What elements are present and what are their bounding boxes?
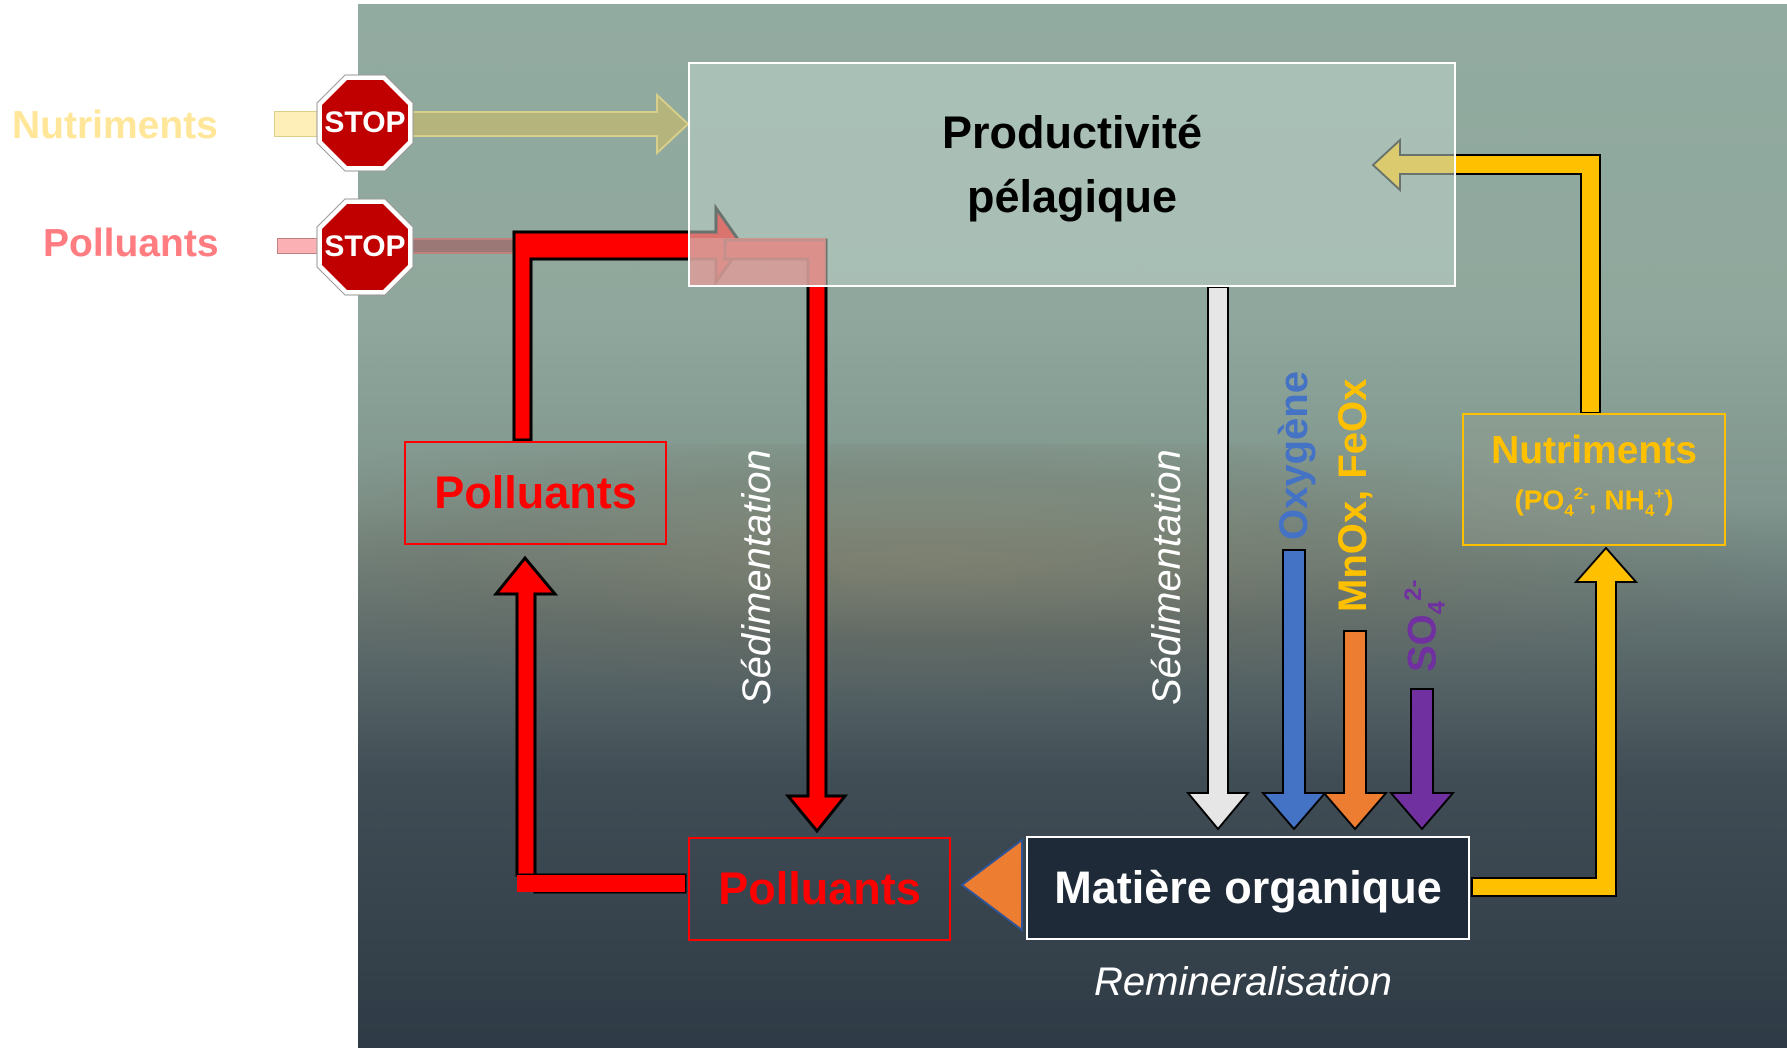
- pelagic-productivity-box: Productivité pélagique: [688, 62, 1456, 287]
- nutrients-box-formula: (PO42-, NH4+): [1514, 484, 1674, 520]
- productivity-title-line1: Productivité: [941, 106, 1203, 158]
- organic-to-nutrient-box-arrow: [1471, 546, 1639, 897]
- sedimentation-right-label: Sédimentation: [1145, 449, 1189, 705]
- sedimentation-left-label: Sédimentation: [735, 449, 779, 705]
- remineralisation-label: Remineralisation: [1094, 960, 1392, 1004]
- nutrients-box-title: Nutriments: [1491, 429, 1697, 473]
- pollutants-upper-box: Polluants: [404, 441, 667, 545]
- oxygen-arrow: [1260, 549, 1328, 831]
- nutrients-box: Nutriments (PO42-, NH4+): [1462, 413, 1726, 546]
- sulfate-label: SO42-: [1400, 579, 1451, 673]
- organic-matter-label: Matière organique: [1054, 862, 1442, 913]
- sulfate-arrow: [1388, 688, 1456, 831]
- pollutants-upper-label: Polluants: [434, 467, 637, 518]
- nutrients-input-label: Nutriments: [12, 104, 218, 147]
- organic-matter-box: Matière organique: [1026, 836, 1470, 940]
- stop-sign-icon: STOP: [315, 197, 415, 297]
- mnox-feox-arrow: [1321, 630, 1389, 831]
- organic-sedimentation-arrow: [1185, 286, 1251, 831]
- oxygen-label: Oxygène: [1272, 371, 1316, 540]
- pollutants-input-label: Polluants: [43, 222, 219, 265]
- stop-sign-text: STOP: [324, 230, 406, 263]
- pollutants-lower-label: Polluants: [718, 863, 921, 914]
- pollutant-release-arrowhead: [960, 838, 1023, 932]
- mnox-feox-label: MnOx, FeOx: [1331, 378, 1375, 612]
- stop-sign-icon: STOP: [315, 73, 415, 173]
- stop-sign-text: STOP: [324, 106, 406, 139]
- productivity-title-line2: pélagique: [966, 170, 1178, 222]
- pollutant-lower-to-upper-arrow: [492, 555, 687, 894]
- pollutants-lower-box: Polluants: [688, 837, 951, 941]
